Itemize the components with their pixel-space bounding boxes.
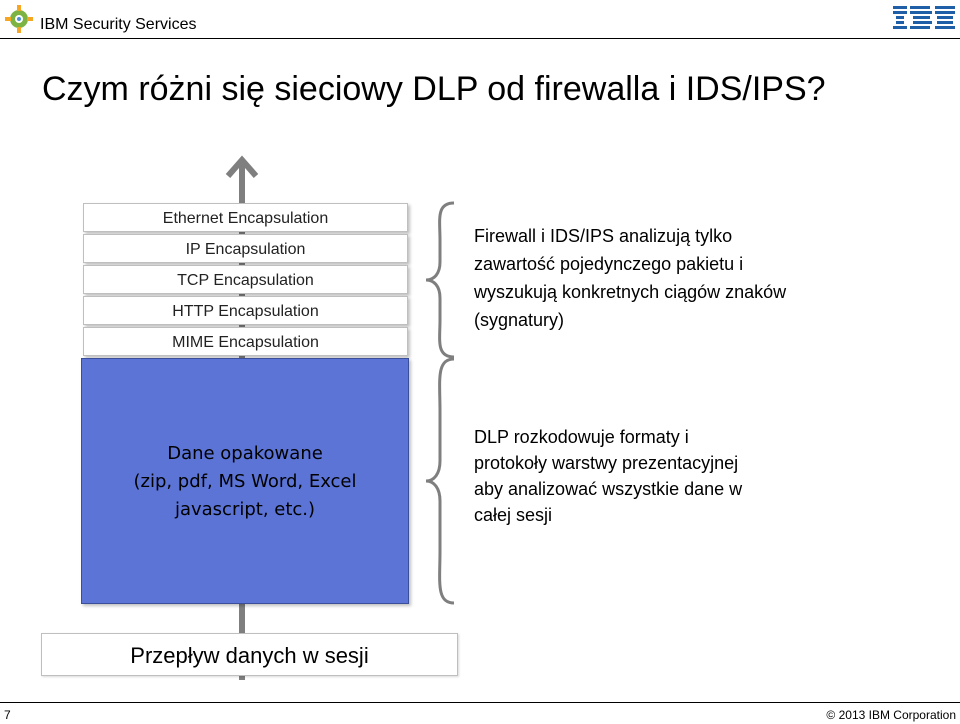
ibm-security-gear-icon (5, 5, 33, 33)
dlp-line-2: protokoły warstwy prezentacyjnej (474, 453, 739, 473)
dlp-line-1: DLP rozkodowuje formaty i (474, 427, 689, 447)
dlp-line-4: całej sesji (474, 505, 553, 525)
payload-line-2: (zip, pdf, MS Word, Excel (133, 471, 357, 492)
layer-ethernet: Ethernet Encapsulation (83, 203, 408, 232)
header-title: IBM Security Services (40, 16, 197, 33)
firewall-line-2: zawartość pojedynczego pakietu i (474, 254, 744, 274)
firewall-line-1: Firewall i IDS/IPS analizują tylko (474, 226, 733, 246)
dlp-description: DLP rozkodowuje formaty i protokoły wars… (474, 424, 742, 528)
payload-line-3: javascript, etc.) (174, 499, 316, 520)
layer-http: HTTP Encapsulation (83, 296, 408, 325)
layer-mime: MIME Encapsulation (83, 327, 408, 356)
copyright: © 2013 IBM Corporation (826, 708, 956, 722)
session-flow-label: Przepływ danych w sesji (41, 633, 458, 676)
layer-ip: IP Encapsulation (83, 234, 408, 263)
page-number: 7 (4, 708, 11, 722)
slide-title: Czym różni się sieciowy DLP od firewalla… (42, 70, 826, 108)
dlp-line-3: aby analizować wszystkie dane w (474, 479, 743, 499)
ibm-logo (893, 6, 955, 29)
payload-text: Dane opakowane (zip, pdf, MS Word, Excel… (81, 440, 409, 524)
brace-upper-icon (425, 201, 455, 359)
header-rule (0, 38, 960, 39)
brace-lower-icon (425, 357, 455, 605)
footer-rule (0, 702, 960, 703)
payload-line-1: Dane opakowane (167, 443, 323, 464)
layer-tcp: TCP Encapsulation (83, 265, 408, 294)
payload-box (81, 358, 409, 604)
firewall-line-3: wyszukują konkretnych ciągów znaków (474, 282, 787, 302)
firewall-line-4: (sygnatury) (474, 310, 565, 330)
firewall-description: Firewall i IDS/IPS analizują tylko zawar… (474, 222, 786, 334)
